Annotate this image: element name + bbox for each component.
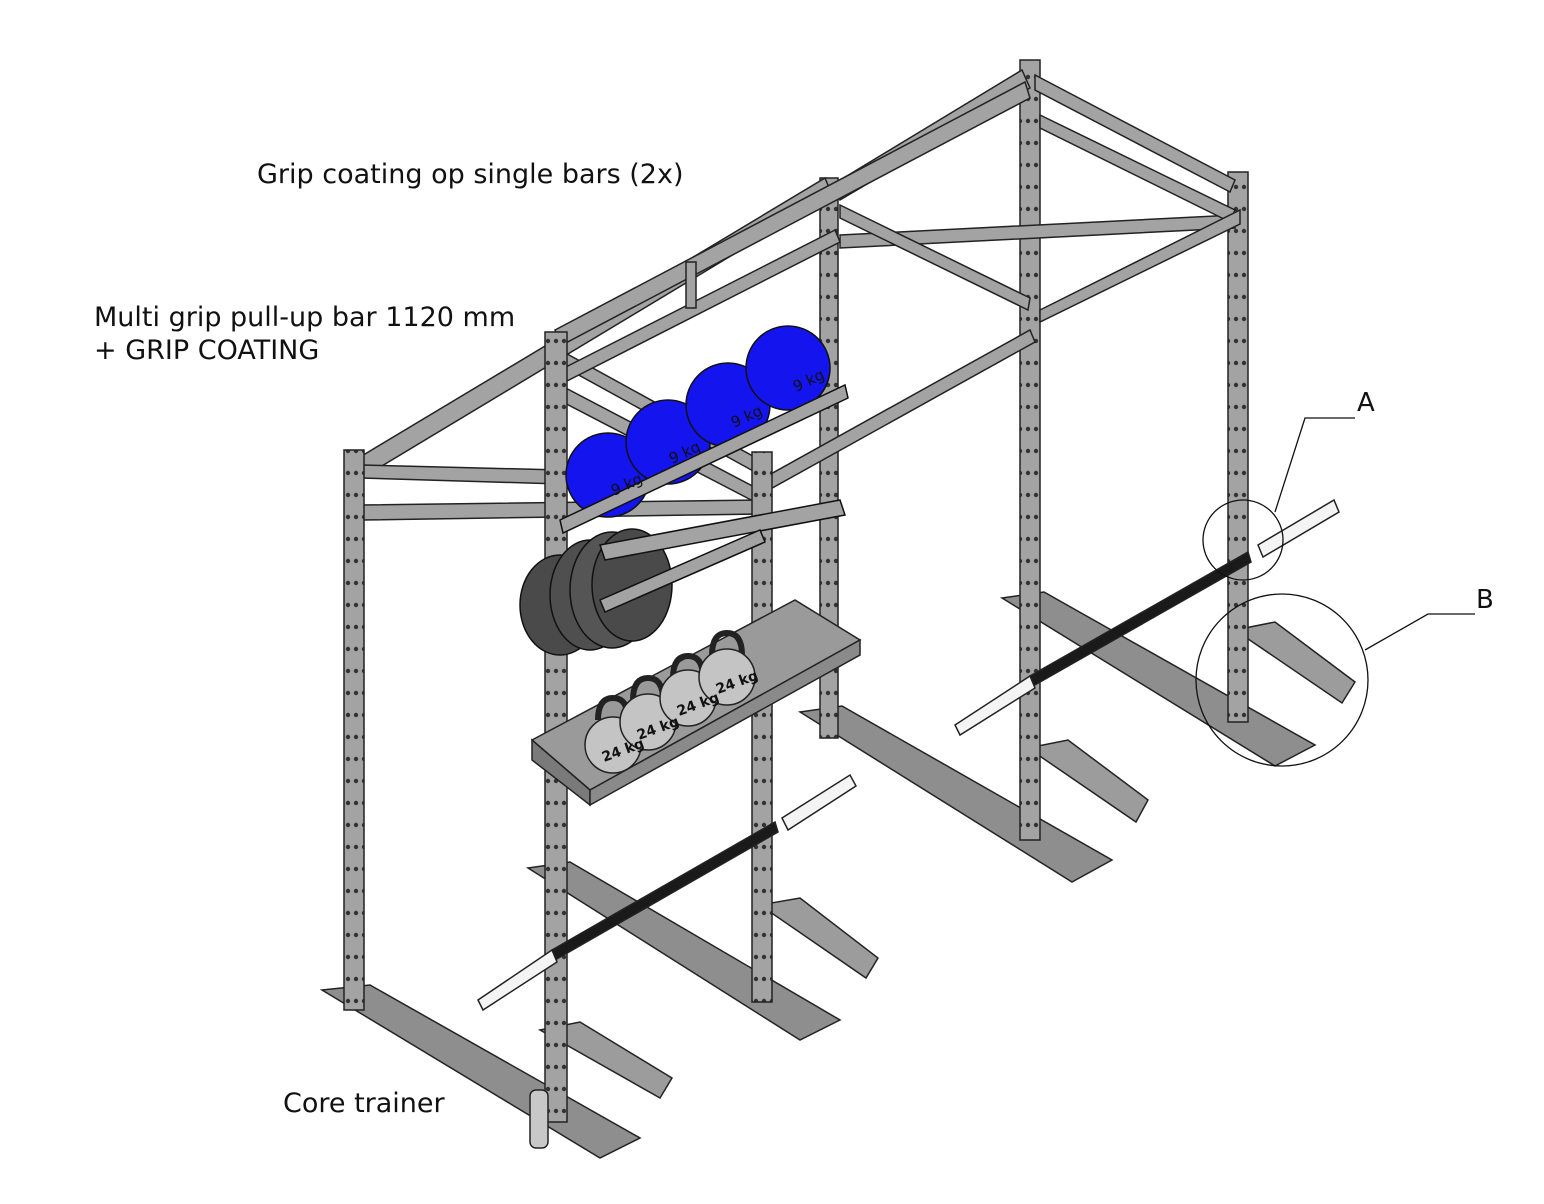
- barbell-back: [954, 498, 1340, 737]
- callout-b: [1195, 593, 1475, 767]
- medicine-ball: [745, 325, 831, 411]
- kettlebell: [698, 629, 756, 706]
- callout-a-letter: A: [1357, 388, 1375, 418]
- plate-storage: [519, 499, 846, 656]
- medicine-balls: [559, 325, 849, 535]
- callout-a: [1202, 417, 1355, 581]
- core-trainer-label: Core trainer: [283, 1088, 445, 1119]
- barbell-front: [477, 773, 857, 1012]
- grip-coating-label: Grip coating op single bars (2x): [257, 159, 684, 190]
- back-frame: [819, 59, 1249, 841]
- core-trainer: [529, 1089, 549, 1149]
- callout-b-letter: B: [1476, 585, 1494, 615]
- kettlebells: [584, 629, 756, 774]
- pullup-bar-label-line2: + GRIP COATING: [94, 335, 320, 366]
- pullup-bar-label: Multi grip pull-up bar 1120 mm: [94, 302, 516, 333]
